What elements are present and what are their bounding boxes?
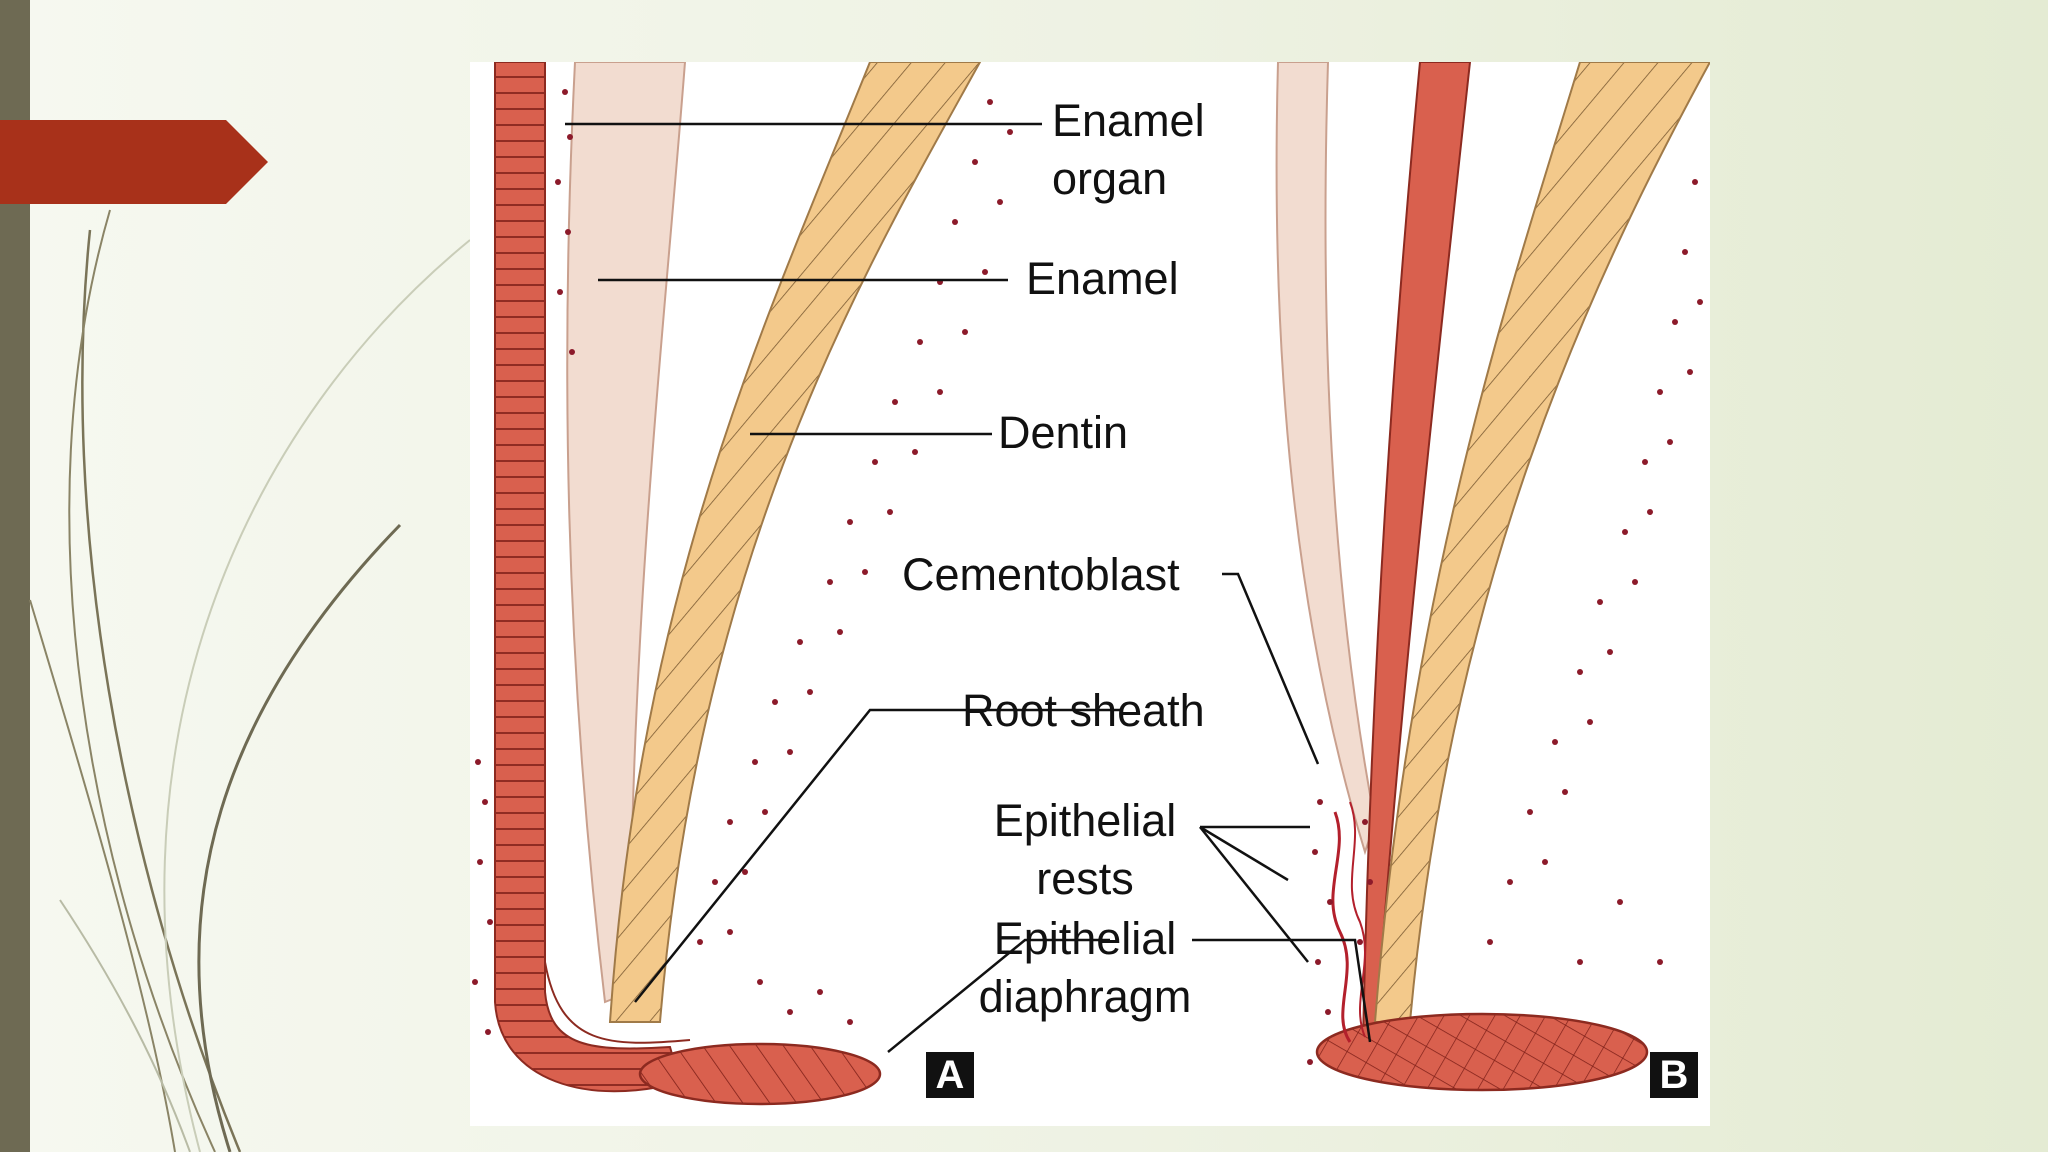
label-enamel: Enamel — [1026, 253, 1179, 304]
label-enamel-organ-line2: organ — [1052, 153, 1168, 204]
panel-label-b: B — [1650, 1052, 1698, 1098]
label-enamel-organ-line1: Enamel — [1052, 95, 1205, 146]
label-cementoblast: Cementoblast — [902, 549, 1180, 600]
label-epithelial-diaphragm-line2: diaphragm — [978, 971, 1192, 1022]
label-root-sheath: Root sheath — [962, 685, 1205, 736]
label-epithelial-diaphragm-line1: Epithelial — [993, 913, 1177, 964]
title-arrow-tag — [0, 120, 268, 204]
diagram-drawing — [472, 62, 1710, 1106]
label-dentin: Dentin — [998, 407, 1129, 458]
label-epithelial-rests-line2: rests — [1036, 853, 1134, 904]
decorative-swooshes — [29, 209, 471, 1152]
tooth-root-diagram: Enamel organ Enamel Dentin Cementoblast … — [470, 62, 1710, 1126]
panel-a-drawing — [472, 62, 1013, 1106]
label-epithelial-rests-line1: Epithelial — [993, 795, 1177, 846]
leader-lines — [565, 122, 1372, 1053]
panel-b-drawing — [1275, 62, 1710, 1092]
panel-label-a: A — [926, 1052, 974, 1098]
